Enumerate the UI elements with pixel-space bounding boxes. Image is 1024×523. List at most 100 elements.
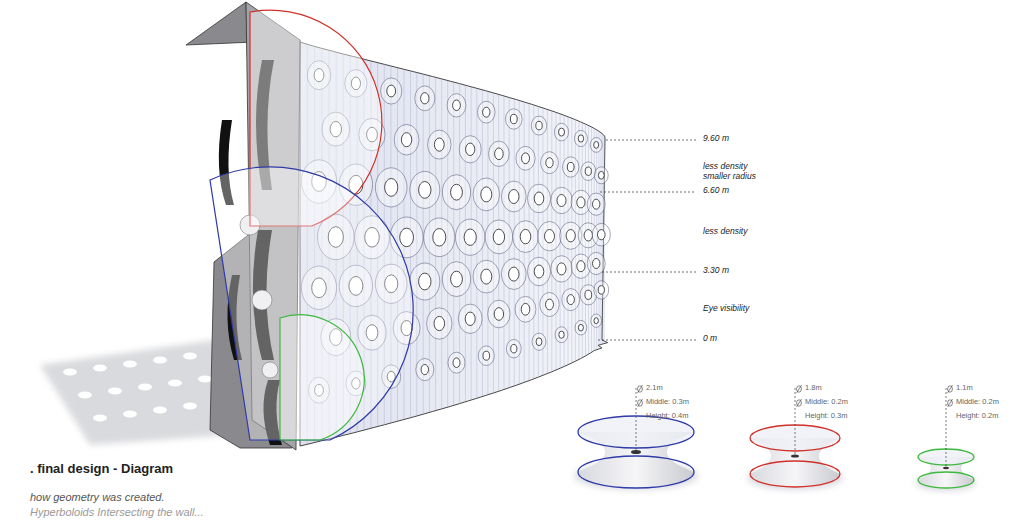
cell-outline [473, 178, 500, 211]
cell-outline [459, 136, 481, 163]
cell-outline [554, 123, 568, 141]
wall-hole [598, 286, 604, 294]
wall-hole [522, 153, 530, 164]
shadow-hole [93, 415, 107, 422]
cell-outline [575, 320, 587, 335]
cell-outline [447, 94, 466, 117]
cell-outline [488, 300, 510, 328]
wall-hole [567, 295, 574, 305]
dimension-label: Middle: 0.3m [646, 398, 689, 407]
cell-outline [594, 281, 609, 299]
shadow-hole [183, 403, 197, 410]
wall-hole [466, 143, 475, 155]
cell-outline [590, 138, 602, 153]
dimension-label: 2.1m [646, 384, 663, 393]
cell-outline [473, 260, 500, 293]
wall-hole [451, 184, 463, 200]
wall-hole [557, 195, 566, 207]
wall-hole [453, 358, 460, 368]
cell-outline [501, 259, 526, 290]
height-leaders [598, 140, 696, 340]
wall-hole [534, 192, 544, 205]
wall-hole [387, 85, 396, 97]
wall-hole [559, 128, 565, 136]
cell-outline [501, 181, 526, 212]
cell-outline [394, 124, 419, 155]
cell-outline [410, 171, 440, 208]
wall-hole [594, 142, 599, 149]
height-label: Eye visibility [703, 304, 749, 314]
wall-hole [598, 230, 606, 240]
height-label: 9.60 m [703, 134, 729, 144]
cell-outline [516, 146, 535, 170]
dimension-label: Height: 0.3m [805, 412, 848, 421]
wall-hole [536, 338, 542, 346]
cell-outline [478, 346, 494, 366]
hyperboloid-blue [574, 388, 698, 490]
wall-hole [451, 271, 463, 287]
height-label: 0 m [703, 334, 717, 344]
shadow-hole [138, 384, 152, 391]
shadow-hole [63, 369, 77, 376]
cell-outline [456, 219, 485, 255]
wall-hole [567, 162, 574, 171]
cell-outline [375, 168, 407, 207]
wall-hole [494, 308, 503, 321]
wall-hole [593, 259, 600, 269]
cell-outline [506, 109, 523, 129]
wall-hole [434, 316, 445, 330]
cell-outline [563, 157, 579, 177]
hyperboloid-sections [210, 10, 413, 440]
wall-hole [559, 331, 564, 338]
shadow-hole [78, 392, 92, 399]
wall-hole [483, 107, 490, 117]
cell-outline [458, 304, 482, 333]
wall-hole [400, 228, 414, 247]
wall-hole [509, 267, 519, 281]
wall-hole [578, 324, 583, 331]
cell-outline [541, 152, 559, 174]
cell-outline [592, 223, 610, 246]
wall-hole [598, 171, 604, 179]
cell-outline [416, 359, 434, 381]
wall-hole [510, 114, 517, 123]
diameter-symbols [638, 385, 953, 407]
cell-outline [551, 187, 572, 213]
wall-hole [464, 229, 476, 245]
wall-hole [419, 273, 431, 290]
wall-hole [546, 158, 553, 168]
cell-outline [513, 221, 539, 253]
dimension-label: 1.1m [956, 384, 973, 393]
cell-outline [587, 193, 605, 215]
cell-outline [555, 327, 568, 343]
wall-hole [534, 265, 544, 278]
cell-outline [562, 289, 580, 311]
wall-hole [577, 261, 585, 272]
wall-hole [594, 318, 598, 324]
cell-outline [485, 220, 512, 254]
wall-hole [401, 133, 411, 147]
wall-hole [536, 121, 542, 130]
wall-hole [521, 303, 530, 315]
cell-outline [442, 175, 470, 210]
dimension-label: 1.8m [805, 384, 822, 393]
height-label: 6.60 m [703, 186, 729, 196]
shadow-hole [93, 365, 107, 372]
wall-hole [421, 365, 428, 375]
cell-outline [581, 162, 596, 181]
cell-outline [587, 252, 605, 274]
wall-hole [419, 182, 431, 199]
wall-hole [433, 229, 446, 247]
cell-outline [591, 314, 602, 327]
wall-hole [385, 179, 398, 197]
cell-outline [448, 352, 465, 373]
height-label: 3.30 m [703, 266, 729, 276]
wall-hole [481, 269, 492, 284]
wall-hole [585, 167, 591, 175]
shadow-hole [123, 361, 137, 368]
cell-outline [532, 333, 546, 350]
cell-outline [538, 222, 562, 251]
cell-outline [442, 262, 470, 297]
shadow-hole [183, 353, 197, 360]
